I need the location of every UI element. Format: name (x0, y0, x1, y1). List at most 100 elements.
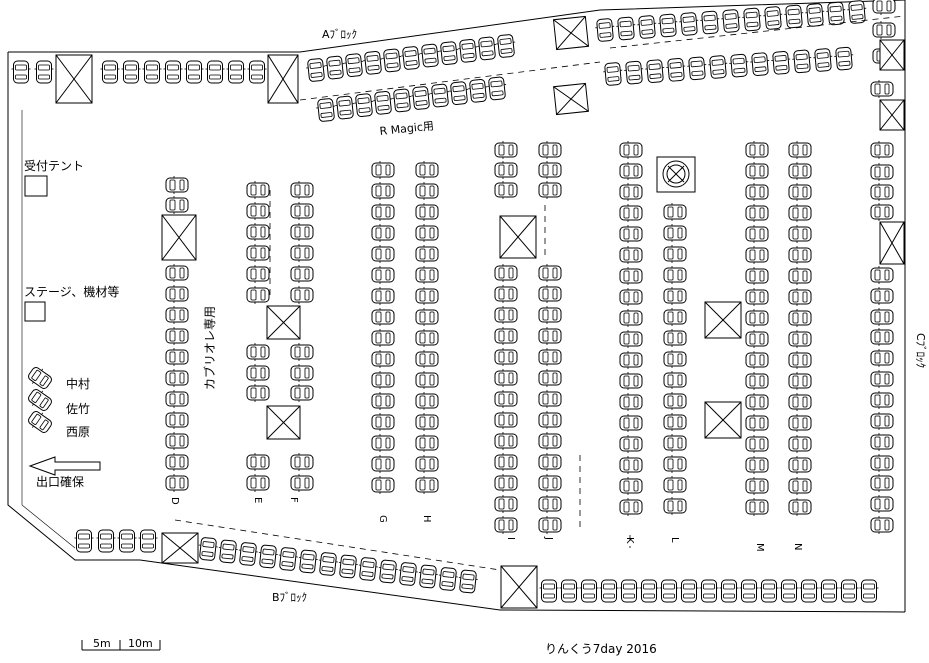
scale-10m: 10m (128, 637, 153, 650)
parked-car (290, 222, 314, 242)
parked-car (599, 579, 619, 603)
parked-car (117, 529, 137, 553)
parked-car (494, 389, 518, 409)
reserved-space-box (553, 82, 589, 116)
reserved-space-box (704, 301, 742, 339)
parked-car (741, 7, 763, 32)
parked-car (165, 473, 189, 493)
parked-car (165, 284, 189, 304)
parked-car (619, 476, 643, 496)
parked-car (663, 454, 687, 474)
row-label-d: D (169, 497, 180, 505)
parked-car (371, 328, 395, 348)
parked-car (870, 140, 894, 160)
parked-car (663, 475, 687, 495)
parked-car (246, 285, 270, 305)
footer-title: りんくう7day 2016 (545, 642, 657, 656)
parked-car (870, 202, 894, 222)
parked-car (415, 391, 439, 411)
parked-car (409, 85, 433, 111)
parked-car (538, 305, 562, 325)
parked-car (619, 245, 643, 265)
parked-car (745, 434, 769, 454)
row-label-g: G (377, 515, 388, 523)
parked-car (165, 326, 189, 346)
reserved-space-box (266, 405, 301, 440)
lot-boundary (7, 0, 906, 613)
parked-car (290, 452, 314, 472)
parked-car (437, 40, 461, 66)
parked-car (371, 223, 395, 243)
parked-cars (11, 0, 896, 603)
parked-car (663, 328, 687, 348)
parked-car (872, 20, 896, 40)
parked-car (619, 434, 643, 454)
parked-car (494, 180, 518, 200)
reserved-space-box (55, 54, 93, 104)
parked-car (371, 412, 395, 432)
parked-car (494, 515, 518, 535)
parked-car (290, 342, 314, 362)
parked-car (205, 60, 225, 84)
reserved-space-box (879, 99, 905, 131)
parked-car (246, 452, 270, 472)
parked-car (619, 182, 643, 202)
parked-car (165, 263, 189, 283)
parked-car (256, 544, 280, 569)
parked-car (494, 263, 518, 283)
parked-car (788, 266, 812, 286)
parked-car (812, 47, 834, 73)
parked-car (494, 452, 518, 472)
row-label-m: M (754, 543, 765, 552)
parked-car (619, 224, 643, 244)
parked-car (538, 160, 562, 180)
parked-car (246, 243, 270, 263)
parked-car (538, 452, 562, 472)
parked-car (352, 92, 376, 118)
parked-car (415, 160, 439, 180)
parked-car (665, 57, 687, 83)
row-label-j: J (543, 536, 554, 540)
parked-car (371, 349, 395, 369)
guide-lines (174, 15, 906, 571)
parked-car (371, 90, 395, 116)
parked-car (246, 383, 270, 403)
parked-car (619, 140, 643, 160)
parked-car (788, 392, 812, 412)
parked-car (663, 286, 687, 306)
parked-car (371, 433, 395, 453)
parked-car (163, 60, 183, 84)
parked-car (246, 222, 270, 242)
row-label-e: E (252, 497, 263, 503)
turntable-icon (656, 156, 696, 193)
parked-car (870, 307, 894, 327)
parked-car (559, 579, 579, 603)
parked-car (538, 494, 562, 514)
parked-car (415, 328, 439, 348)
parked-car (418, 43, 442, 69)
parked-car (290, 473, 314, 493)
parked-car (745, 266, 769, 286)
parked-car (371, 265, 395, 285)
parked-car (415, 370, 439, 390)
parked-car (399, 45, 423, 71)
parked-car (246, 264, 270, 284)
parked-car (788, 413, 812, 433)
parked-car (290, 243, 314, 263)
parked-car (619, 287, 643, 307)
parked-car (779, 579, 799, 603)
parked-car (466, 78, 490, 104)
parked-car (290, 383, 314, 403)
parked-car (745, 287, 769, 307)
parked-car (579, 579, 599, 603)
parked-car (870, 327, 894, 347)
parked-car (494, 326, 518, 346)
parked-car (745, 392, 769, 412)
parked-car (615, 16, 637, 41)
parked-car (663, 433, 687, 453)
parked-car (494, 368, 518, 388)
parked-car (745, 182, 769, 202)
parked-car (686, 56, 708, 81)
reserved-space-box (161, 532, 199, 564)
parked-car (762, 5, 784, 31)
